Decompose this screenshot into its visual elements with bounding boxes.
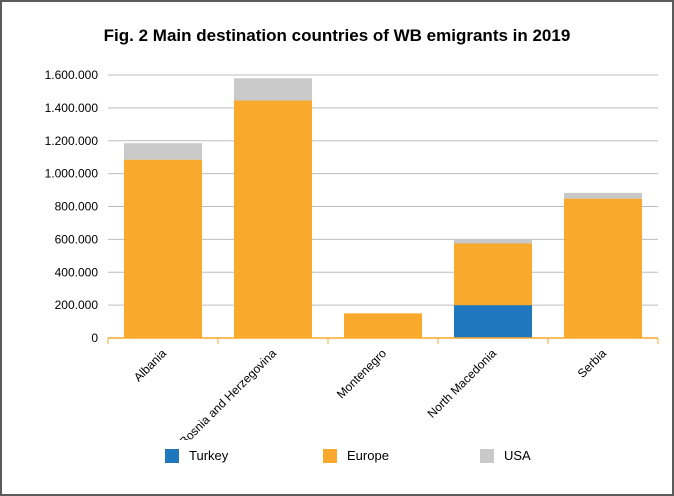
bar-usa bbox=[234, 78, 312, 101]
y-tick-label: 1.000.000 bbox=[45, 167, 99, 181]
y-tick-label: 0 bbox=[91, 331, 98, 345]
legend-label: Europe bbox=[347, 448, 389, 463]
bar-chart: 0 200.000 400.000 600.000 800.000 1.000.000 1.… bbox=[45, 68, 659, 440]
y-tick-label: 1.200.000 bbox=[45, 134, 99, 148]
legend-swatch bbox=[165, 448, 179, 463]
legend-label: Turkey bbox=[189, 448, 229, 463]
category-label: Serbia bbox=[575, 346, 610, 381]
bar-europe bbox=[564, 198, 642, 338]
y-tick-label: 600.000 bbox=[55, 232, 99, 246]
legend-label: USA bbox=[504, 448, 531, 463]
legend: Turkey Europe USA bbox=[0, 448, 674, 468]
y-tick-label: 1.600.000 bbox=[45, 68, 99, 82]
bars bbox=[124, 78, 642, 339]
bar-europe bbox=[124, 159, 202, 338]
y-tick-label: 200.000 bbox=[55, 298, 99, 312]
category-label: Montenegro bbox=[334, 346, 389, 401]
x-axis bbox=[107, 337, 659, 344]
bar-usa bbox=[564, 192, 642, 199]
bar-turkey bbox=[454, 305, 532, 338]
legend-item-usa: USA bbox=[480, 448, 531, 463]
category-label: Albania bbox=[131, 346, 169, 384]
y-tick-label: 800.000 bbox=[55, 200, 99, 214]
bar-usa bbox=[454, 239, 532, 244]
chart-title: Fig. 2 Main destination countries of WB … bbox=[103, 26, 571, 45]
category-label: North Macedonia bbox=[425, 346, 500, 421]
legend-swatch bbox=[480, 448, 494, 463]
bar-usa bbox=[124, 143, 202, 160]
legend-item-europe: Europe bbox=[323, 448, 389, 463]
y-tick-label: 1.400.000 bbox=[45, 101, 99, 115]
bar-europe bbox=[454, 243, 532, 306]
bar-europe bbox=[234, 100, 312, 339]
bar-europe bbox=[344, 313, 422, 338]
legend-swatch bbox=[323, 448, 337, 463]
y-axis-ticks: 0 200.000 400.000 600.000 800.000 1.000.000 1.… bbox=[45, 68, 99, 345]
y-tick-label: 400.000 bbox=[55, 265, 99, 279]
category-label: Bosnia and Herzegovina bbox=[177, 346, 280, 440]
legend-item-turkey: Turkey bbox=[165, 448, 228, 463]
